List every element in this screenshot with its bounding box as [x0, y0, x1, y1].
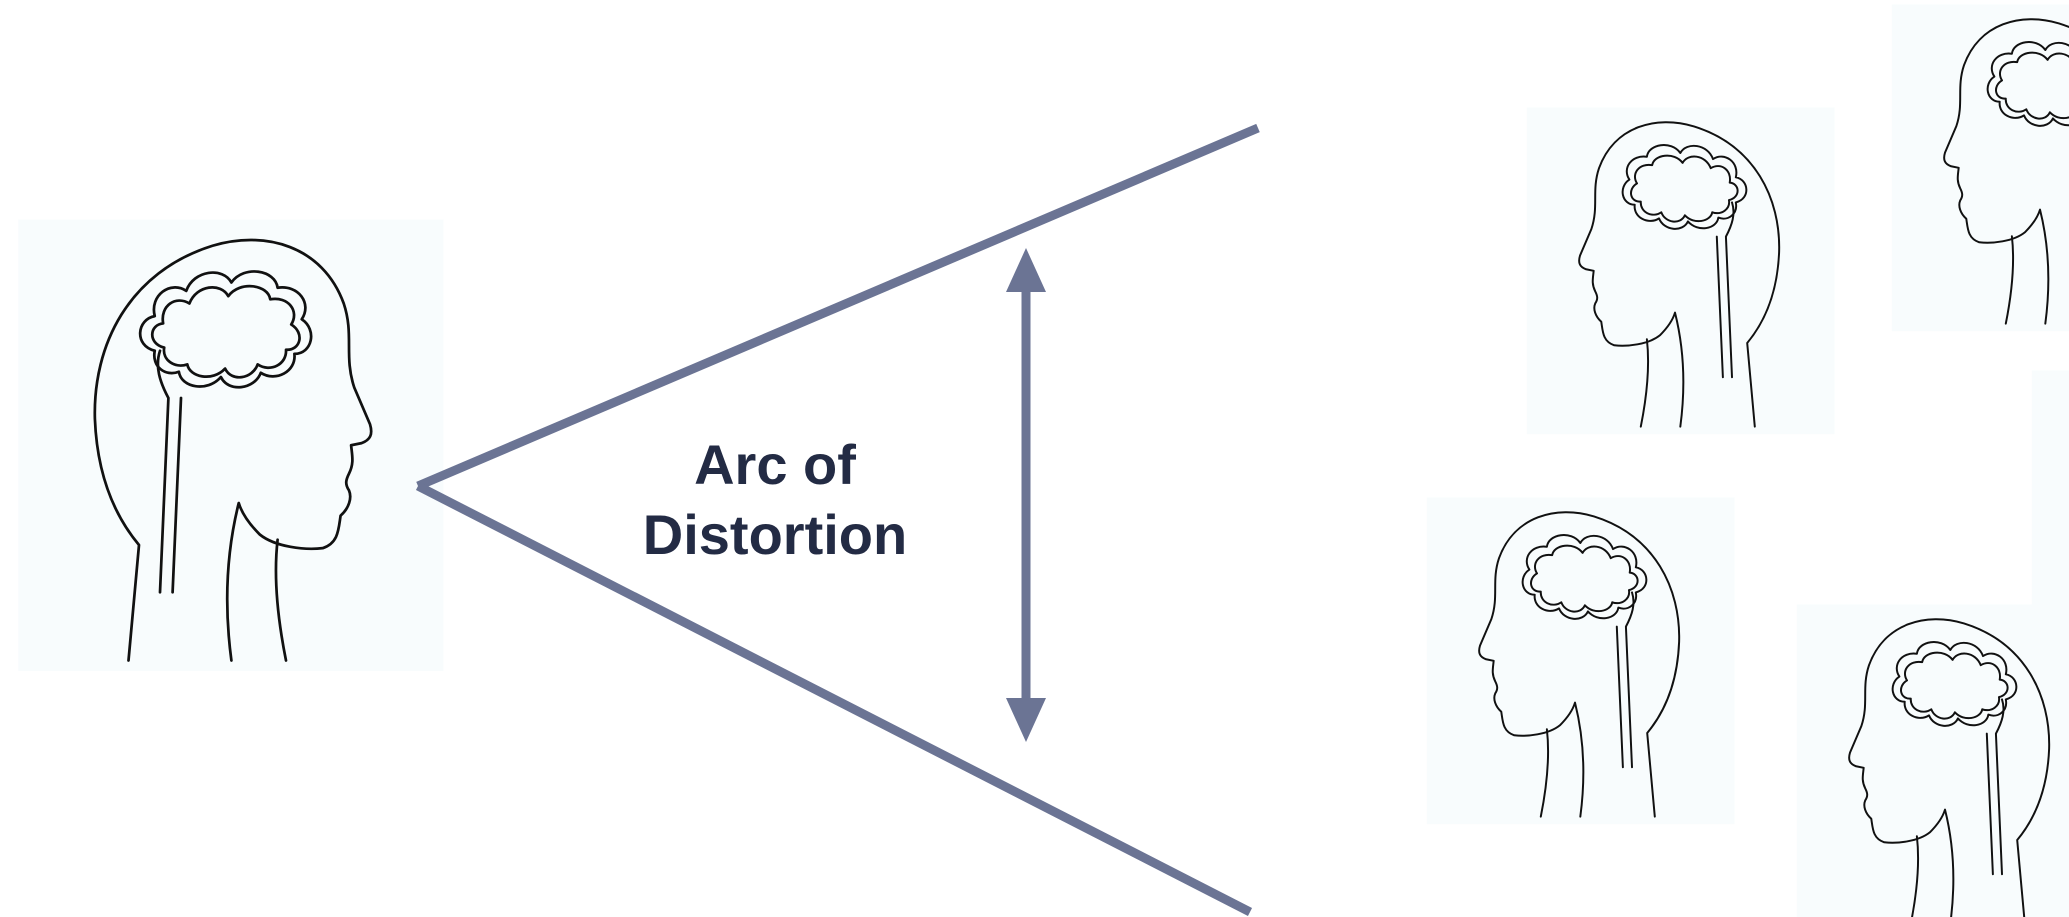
cone-lower-line — [415, 481, 1253, 917]
arc-of-distortion-label: Arc of Distortion — [585, 430, 965, 570]
other-head-icon — [1795, 603, 2069, 917]
other-head-icon — [1890, 3, 2069, 333]
other-head-icon — [1425, 496, 1736, 826]
label-line-2: Distortion — [642, 503, 908, 566]
label-line-1: Arc of — [694, 433, 856, 496]
cone-upper-line — [416, 123, 1260, 491]
other-head-icon — [1525, 106, 1836, 436]
observer-head-icon — [16, 218, 445, 673]
double-headed-arrow — [1006, 248, 1046, 742]
